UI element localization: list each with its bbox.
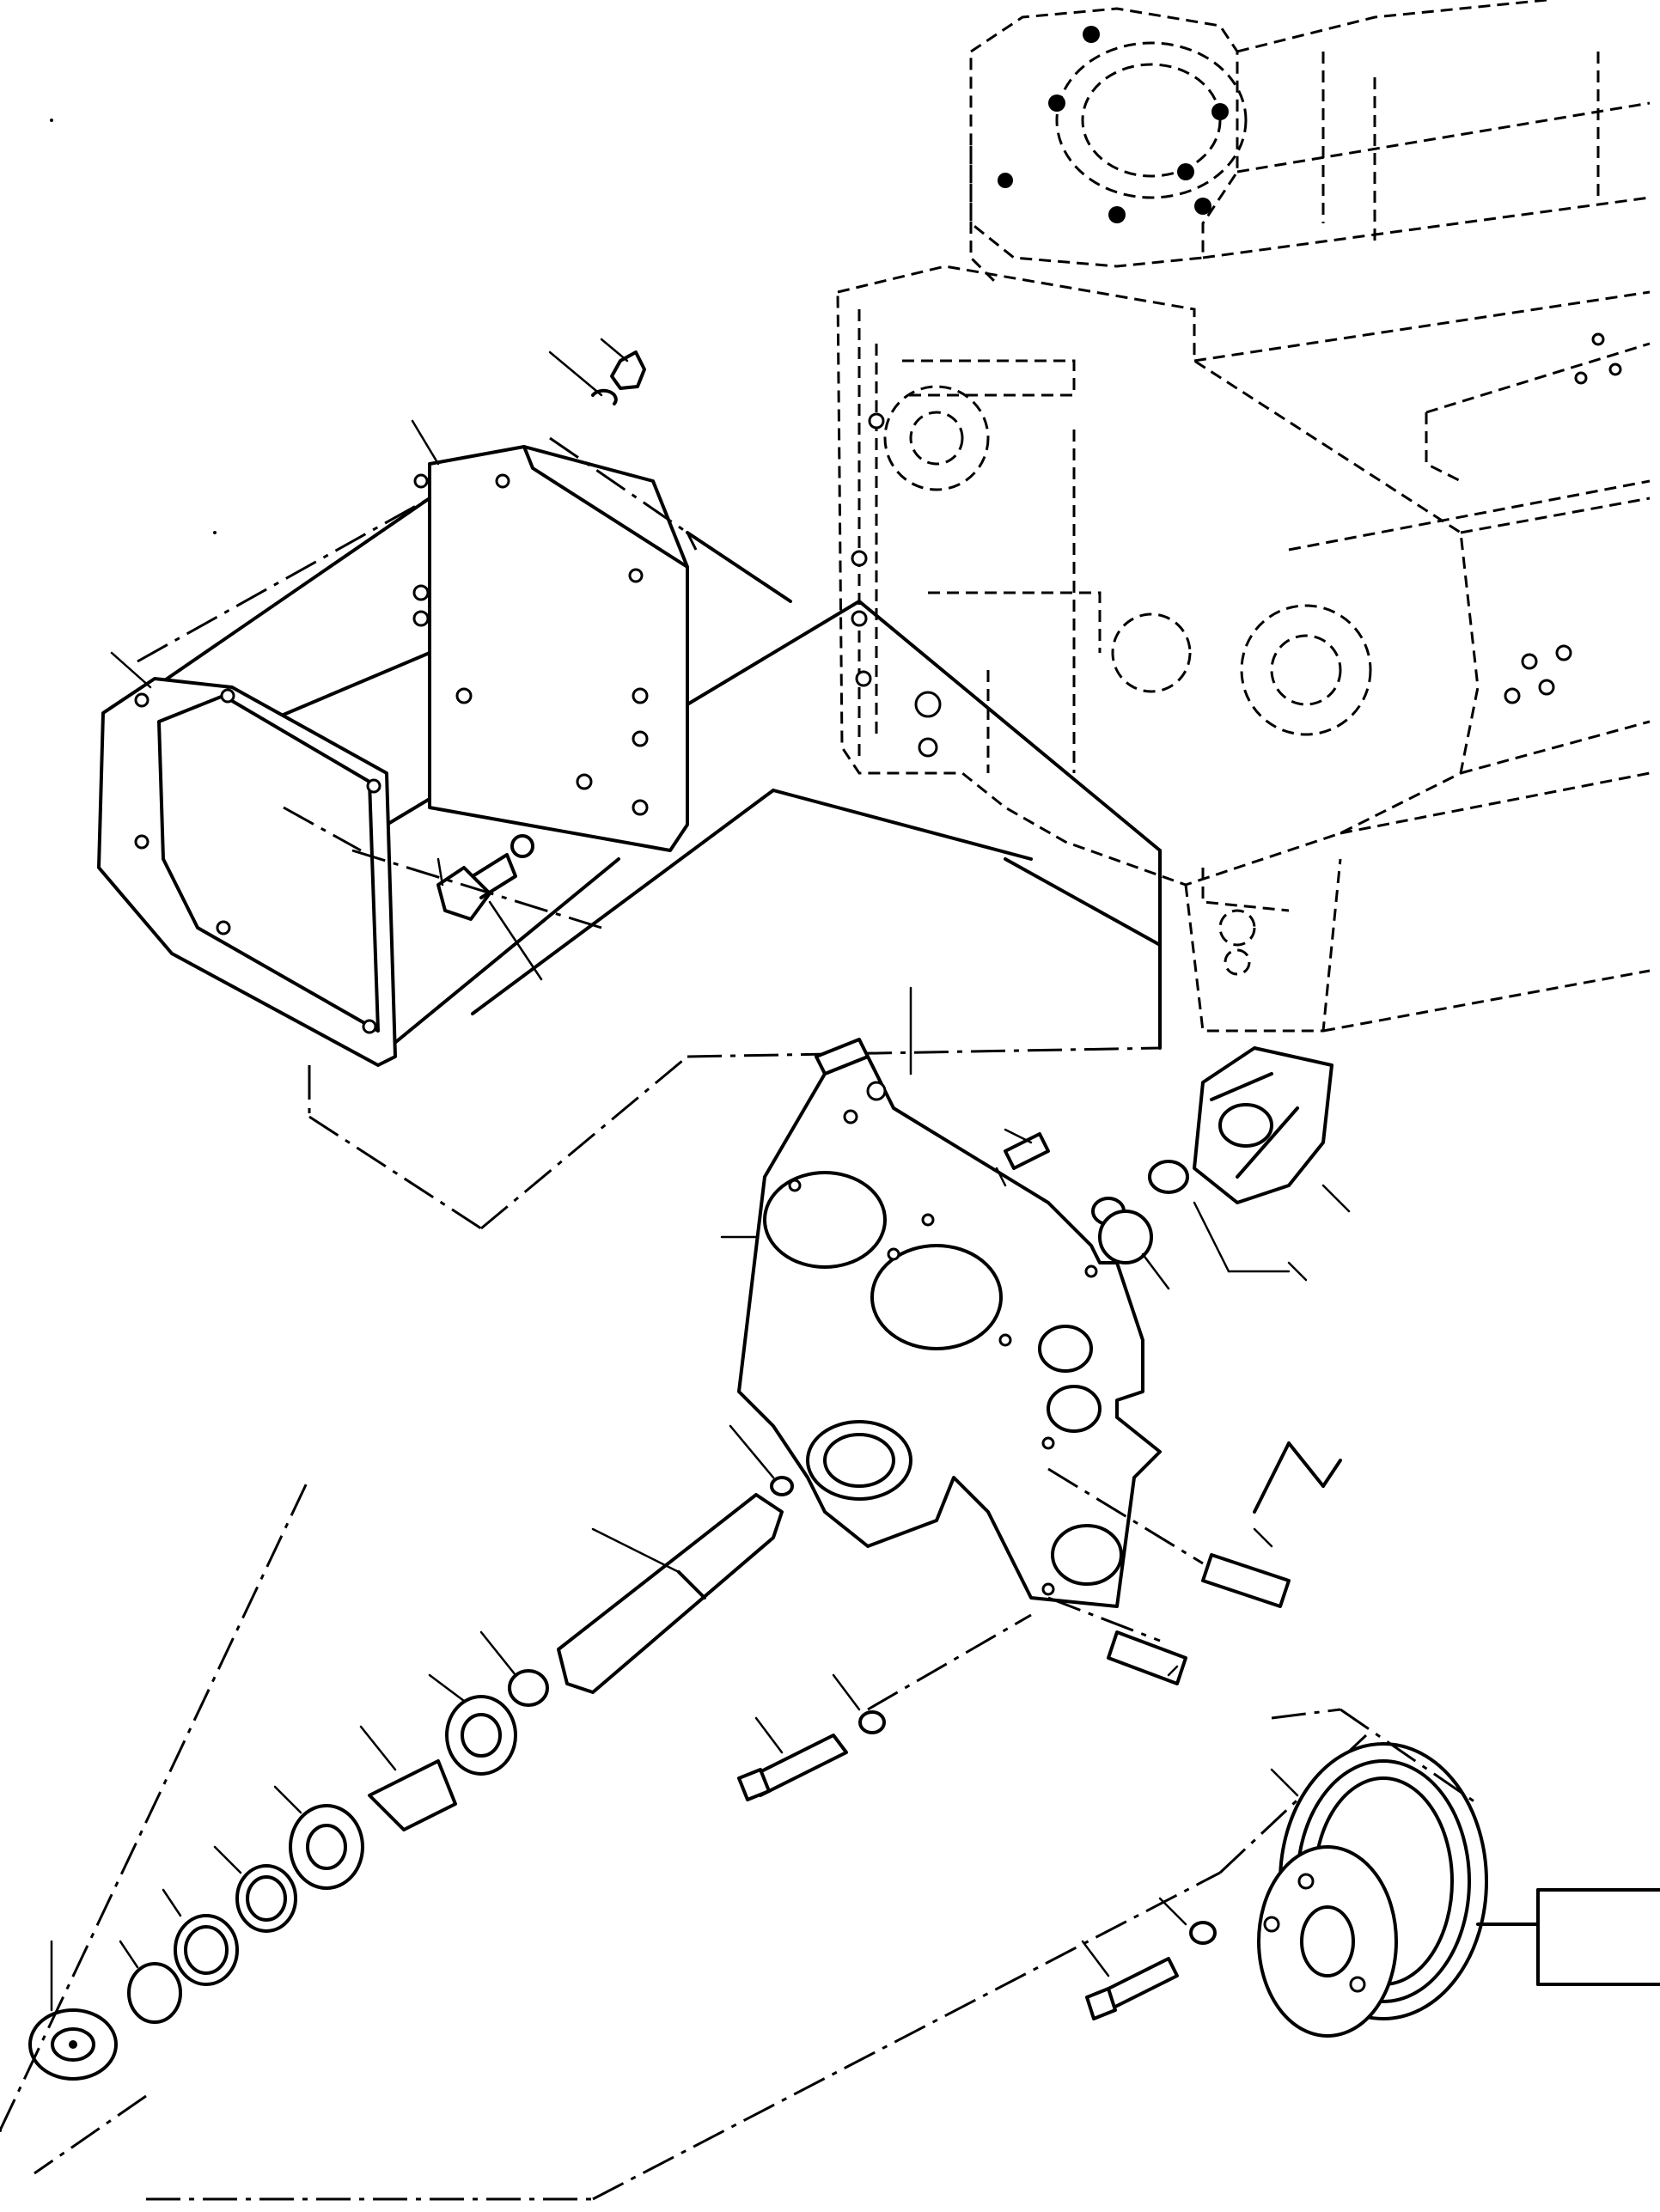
adapter-housing <box>97 338 1162 1230</box>
scan-specks <box>50 119 217 534</box>
shaft-bearing-assembly <box>0 1477 1368 2201</box>
engine-block-outline <box>836 0 1651 1033</box>
pulley-assembly <box>1081 1708 1660 2038</box>
bolt-and-washer <box>737 1613 1032 1801</box>
pump-body <box>720 986 1351 1685</box>
